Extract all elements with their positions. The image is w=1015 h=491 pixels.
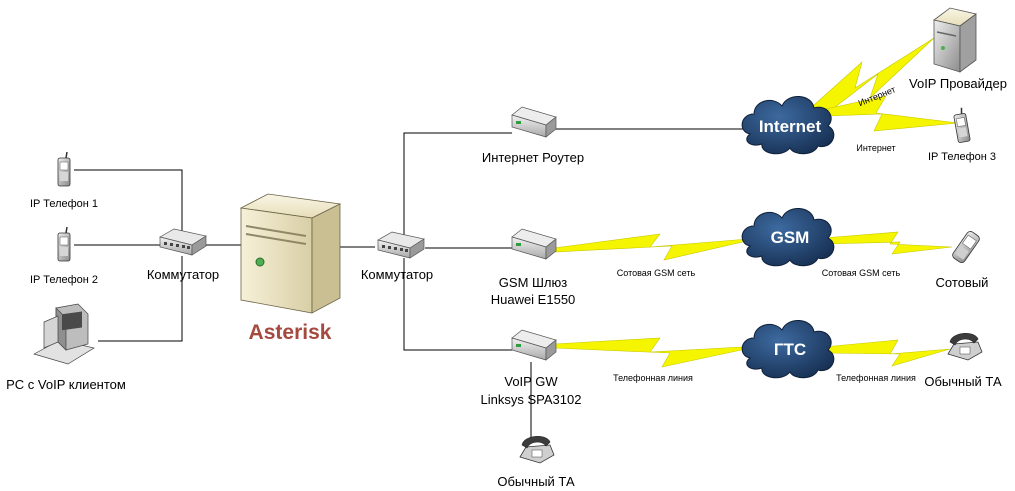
- cellphone-label: Сотовый: [936, 275, 989, 290]
- link-internet-phone3: [825, 95, 959, 132]
- link-pstn-right-label: Телефонная линия: [836, 373, 916, 383]
- gsm-cloud: [741, 208, 835, 267]
- desk-phone-bottom-icon: [519, 435, 555, 464]
- wire-switch-router: [403, 132, 512, 237]
- voip-gw-label-line1: VoIP GW: [504, 374, 558, 389]
- switch-left-icon: [159, 228, 207, 256]
- pc-client-label: PC с VoIP клиентом: [6, 377, 126, 392]
- link-pstn-right: [822, 339, 951, 367]
- pc-icon: [33, 303, 95, 365]
- link-gsm-left-label: Сотовая GSM сеть: [617, 268, 696, 278]
- internet-cloud: [741, 96, 835, 155]
- gsm-cloud-label: GSM: [771, 228, 810, 247]
- link-gsm-left: [553, 233, 761, 261]
- link-gsm-right: [822, 231, 953, 255]
- link-pstn-left: [553, 337, 761, 368]
- link-internet-phone3-label: Интернет: [856, 143, 895, 153]
- wire-switch-voipgw: [403, 258, 512, 351]
- link-gsm-right-label: Сотовая GSM сеть: [822, 268, 901, 278]
- ip-phone-1-icon: [57, 151, 71, 187]
- ip-phone-1-label: IP Телефон 1: [30, 198, 98, 210]
- asterisk-server-icon: [239, 193, 342, 314]
- internet-cloud-label: Internet: [759, 117, 822, 136]
- cellphone-icon: [952, 231, 980, 263]
- pstn-cloud-label: ГТС: [774, 340, 806, 359]
- wire-phone1-switch: [74, 169, 183, 232]
- switch-left-label: Коммутатор: [147, 267, 219, 282]
- gsm-gateway-icon: [511, 228, 557, 260]
- voip-provider-server-icon: [933, 7, 977, 73]
- voip-provider-label: VoIP Провайдер: [909, 76, 1007, 91]
- phone-bottom-label: Обычный ТА: [497, 474, 575, 489]
- desk-phone-right-icon: [947, 332, 983, 361]
- router-label: Интернет Роутер: [482, 150, 584, 165]
- pstn-cloud: [741, 320, 835, 379]
- ip-phone-2-label: IP Телефон 2: [30, 274, 98, 286]
- gsm-gateway-label-line1: GSM Шлюз: [499, 275, 567, 290]
- switch-right-label: Коммутатор: [361, 267, 433, 282]
- server-label: Asterisk: [249, 321, 332, 344]
- voip-gw-label-line2: Linksys SPA3102: [481, 392, 582, 407]
- voip-gw-icon: [511, 329, 557, 361]
- phone-right-label: Обычный ТА: [924, 374, 1002, 389]
- ip-phone-3-icon: [951, 106, 972, 144]
- switch-right-icon: [377, 231, 425, 259]
- ip-phone-3-label: IP Телефон 3: [928, 151, 996, 163]
- ip-phone-2-icon: [57, 226, 71, 262]
- router-icon: [511, 106, 557, 138]
- wire-pc-switch: [98, 256, 183, 342]
- link-pstn-left-label: Телефонная линия: [613, 373, 693, 383]
- gsm-gateway-label-line2: Huawei E1550: [491, 292, 576, 307]
